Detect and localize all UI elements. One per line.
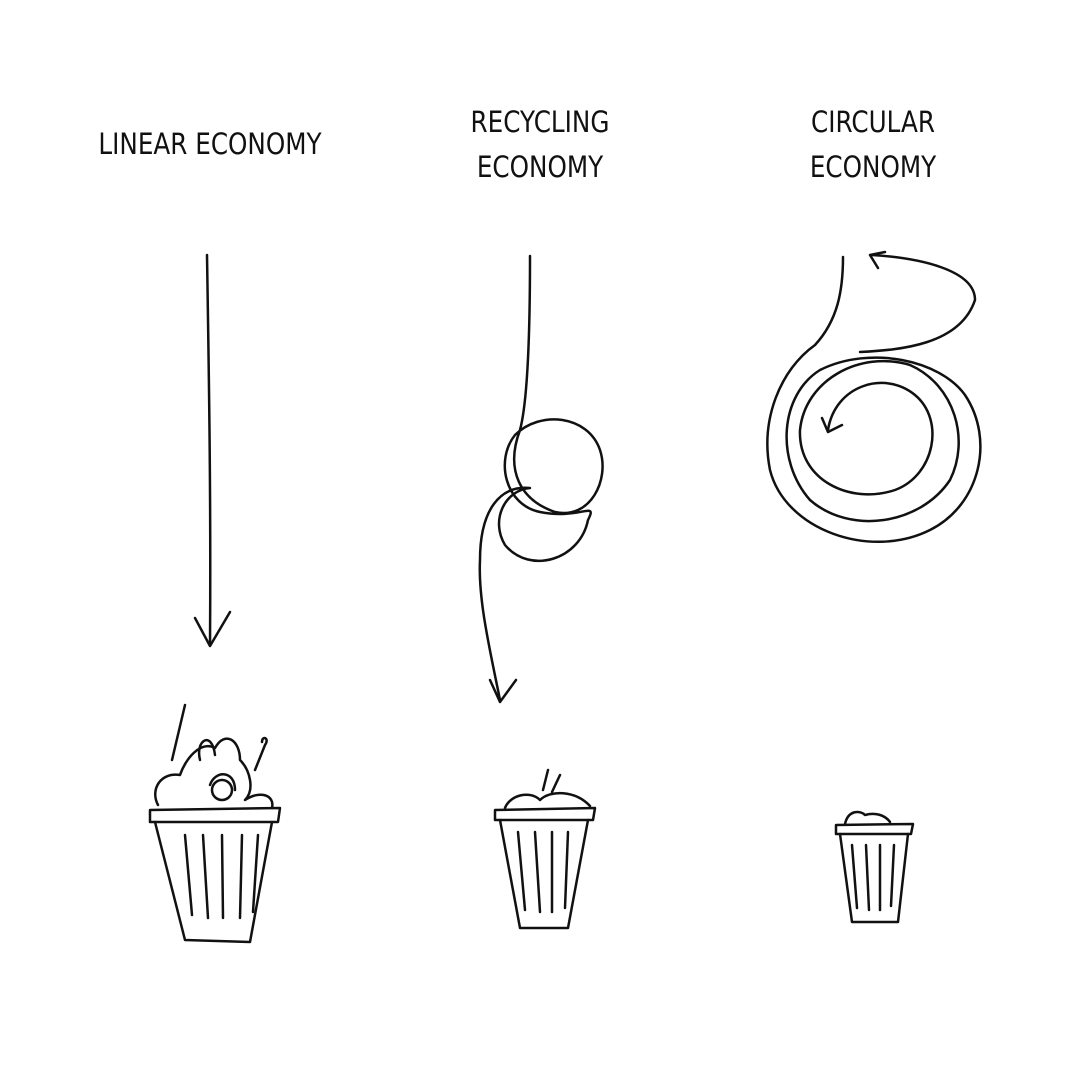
- recycling-arrow-icon: [478, 254, 604, 704]
- half-trash-bin-icon: [493, 768, 597, 930]
- circular-spiral-icon: [766, 250, 982, 544]
- title-line: ECONOMY: [476, 150, 604, 184]
- linear-economy-title: LINEAR ECONOMY: [83, 122, 338, 167]
- recycling-economy-title: RECYCLING ECONOMY: [413, 100, 668, 190]
- empty-trash-bin-icon: [834, 810, 915, 924]
- circular-economy-title: CIRCULAR ECONOMY: [746, 100, 1001, 190]
- title-line: CIRCULAR: [811, 105, 935, 139]
- linear-arrow-icon: [193, 253, 232, 648]
- title-line: RECYCLING: [470, 105, 610, 139]
- title-line: LINEAR ECONOMY: [98, 127, 322, 161]
- title-line: ECONOMY: [809, 150, 937, 184]
- full-trash-bin-icon: [148, 703, 282, 944]
